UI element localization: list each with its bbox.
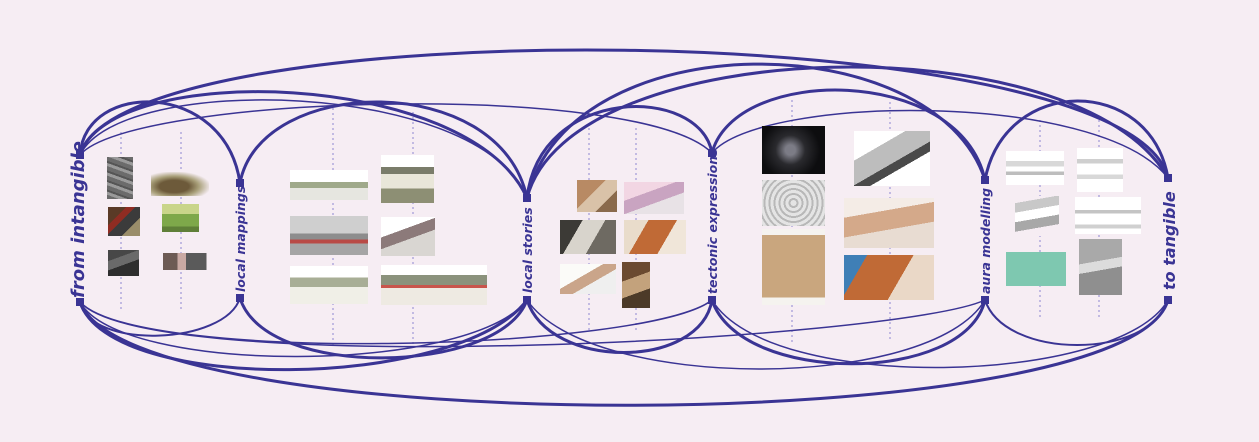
sketch-drawing-2 (1077, 148, 1123, 192)
cutout-strip-6 (381, 265, 487, 305)
dark-particle-render (762, 126, 825, 174)
arc-tectonic-tangible-bottom (711, 299, 1169, 369)
node-label-tectonic-expressions: tectonic expressions (705, 148, 720, 294)
cutout-strip-1 (290, 170, 368, 200)
street-photo (157, 253, 215, 270)
arc-stories-aura-bottom (526, 299, 986, 370)
arc-tectonic-aura-bottom (710, 298, 987, 366)
node-marker-tectonic-top (708, 149, 716, 157)
arc-intangible-stories-bottom-thin (79, 299, 528, 358)
node-marker-from-intangible-bottom (76, 298, 84, 306)
arc-intangible-tangible-top (78, 48, 1170, 180)
grey-panel-drawing (1079, 239, 1122, 295)
workshop-photo (560, 220, 616, 254)
node-label-from-intangible: from intangible (68, 141, 89, 298)
node-marker-tectonic-bottom (708, 296, 716, 304)
node-marker-local-stories-top (523, 194, 531, 202)
arc-tectonic-aura-top (710, 88, 987, 182)
hands-clay-photo (577, 180, 617, 212)
arc-intangible-tangible-bottom (78, 298, 1170, 407)
sketch-drawing-3 (1015, 196, 1059, 236)
arc-intangible-tectonic-bottom-thin (79, 299, 713, 345)
hand-writing-photo (560, 264, 616, 294)
arc-intangible-tectonic-top (79, 103, 713, 156)
node-marker-local-mappings-top (236, 179, 244, 187)
cutout-strip-4 (381, 217, 435, 256)
arc-mappings-aura-top-thin (711, 109, 1169, 179)
arc-mappings-stories-bottom (238, 296, 529, 360)
sketch-drawing-1 (1006, 151, 1064, 185)
node-marker-local-stories-bottom (523, 296, 531, 304)
node-marker-aura-top (981, 176, 989, 184)
node-label-local-mappings: local mappings (233, 185, 248, 292)
node-markers (76, 149, 1172, 306)
field-photo (162, 204, 199, 232)
sketch-drawing-4 (1075, 197, 1141, 234)
arc-stories-tangible-top (525, 65, 1170, 200)
village-photo (151, 172, 209, 196)
node-marker-local-mappings-bottom (236, 294, 244, 302)
stone-wall-photo (107, 157, 133, 199)
cutout-strip-3 (290, 216, 368, 255)
white-form-render (854, 131, 930, 186)
rooftops-photo (108, 250, 139, 276)
node-label-aura-modelling: aura modelling (978, 187, 993, 294)
node-marker-to-tangible-bottom (1164, 296, 1172, 304)
node-marker-from-intangible-top (76, 151, 84, 159)
cart-photo (108, 207, 140, 236)
connection-arcs (78, 48, 1170, 407)
copper-hands-photo (844, 255, 934, 300)
hands-weaving-photo (622, 262, 650, 308)
white-cell-render (762, 180, 825, 226)
arc-mappings-stories-top (238, 100, 529, 200)
cutout-strip-5 (290, 266, 368, 304)
mint-panel-drawing (1006, 252, 1066, 286)
sculpture-model-photo (844, 198, 934, 248)
node-marker-to-tangible-top (1164, 174, 1172, 182)
tall-structure-render (762, 229, 825, 305)
arc-stories-aura-top (525, 62, 987, 200)
node-marker-aura-bottom (981, 296, 989, 304)
arc-intangible-stories-top-thin (79, 99, 528, 199)
node-label-to-tangible: to tangible (1160, 191, 1179, 290)
arc-aura-tangible-top (983, 99, 1170, 182)
cutout-strip-2 (381, 155, 434, 203)
copper-model-photo (624, 220, 686, 254)
arc-stories-tectonic-bottom (525, 298, 714, 354)
pink-model-photo (624, 182, 684, 214)
node-label-local-stories: local stories (520, 207, 535, 293)
arc-intangible-stories-bottom (78, 298, 529, 372)
